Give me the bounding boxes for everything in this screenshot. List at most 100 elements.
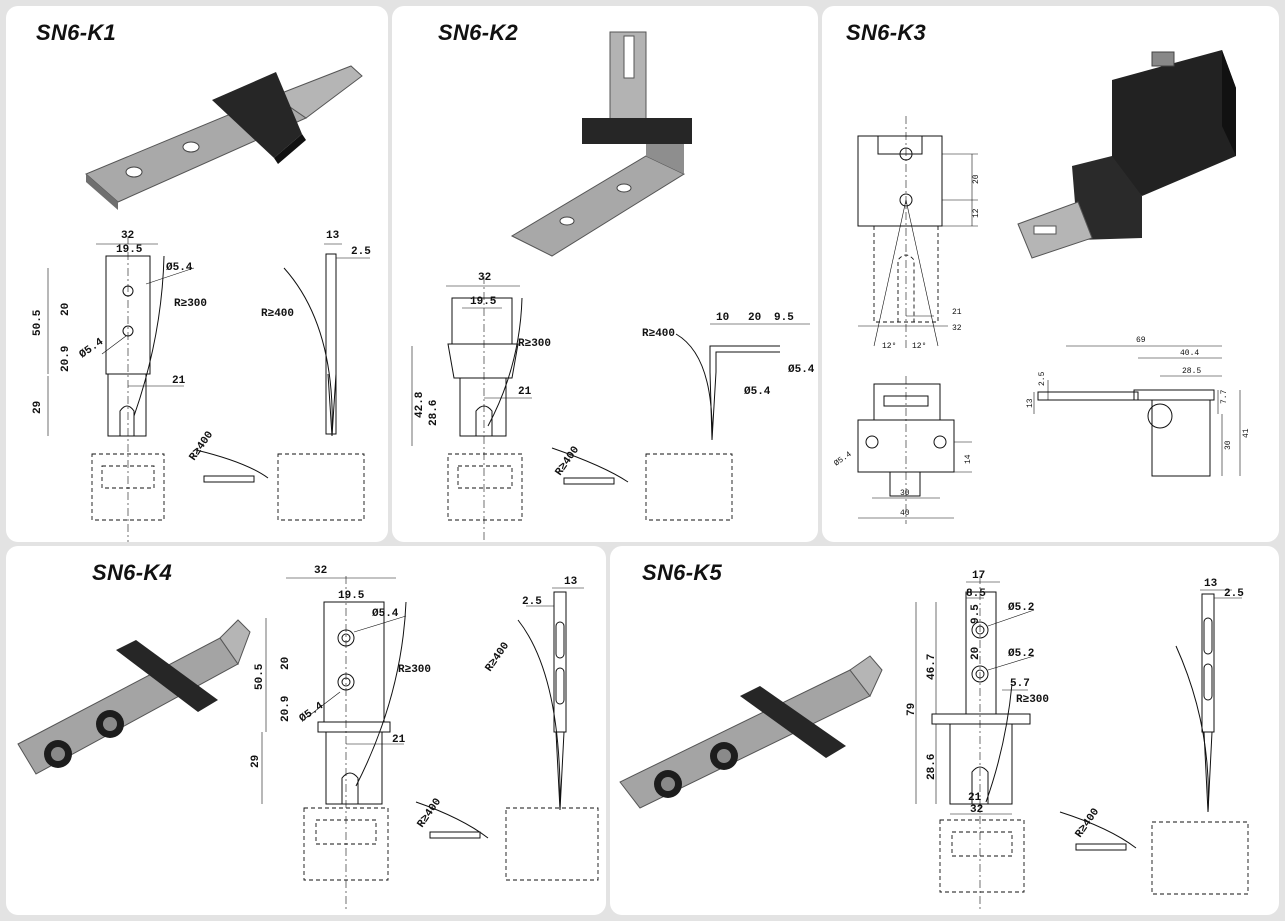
dim-label: 12° bbox=[912, 342, 926, 351]
technical-drawing: 20 12 21 32 12° 12° Ø5.4 14 30 40 bbox=[833, 50, 1251, 524]
dim-label: R≥400 bbox=[483, 640, 512, 674]
dim-label: Ø5.2 bbox=[1008, 648, 1034, 660]
dim-label: R≥400 bbox=[415, 796, 444, 830]
dim-label: 20 bbox=[970, 647, 982, 660]
dim-label: 19.5 bbox=[116, 244, 143, 256]
dim-label: 8.5 bbox=[966, 588, 986, 600]
dim-label: 20 bbox=[972, 174, 981, 184]
side-view: 13 2.5 R≥400 R≥400 bbox=[415, 576, 599, 881]
dim-label: 32 bbox=[952, 324, 962, 333]
panel-sn6-k2: SN6-K2 32 19.5 R≥300 42.8 bbox=[392, 6, 818, 542]
dim-label: 12 bbox=[972, 208, 981, 218]
dim-label: Ø5.4 bbox=[166, 262, 193, 274]
dim-label: 13 bbox=[564, 576, 578, 588]
dim-label: 32 bbox=[478, 272, 491, 284]
dim-label: 50.5 bbox=[254, 663, 266, 690]
dim-label: R≥400 bbox=[187, 429, 216, 463]
dim-label: 21 bbox=[392, 734, 406, 746]
dim-label: 40.4 bbox=[1180, 349, 1199, 358]
model-title: SN6-K3 bbox=[846, 20, 927, 45]
dim-label: 28.6 bbox=[926, 754, 938, 780]
dim-label: 21 bbox=[968, 792, 982, 804]
dim-label: 9.5 bbox=[774, 312, 794, 324]
panel-sn6-k1: SN6-K1 32 19.5 Ø5.4 bbox=[6, 6, 388, 542]
panel-sn6-k3: SN6-K3 20 12 21 bbox=[822, 6, 1279, 542]
dim-label: 69 bbox=[1136, 336, 1146, 345]
dim-label: Ø5.4 bbox=[788, 364, 815, 376]
front-view: 20 12 21 32 12° 12° bbox=[857, 116, 981, 351]
dim-label: 2.5 bbox=[1038, 371, 1047, 386]
technical-drawing: 32 19.5 Ø5.4 R≥300 50.5 20 20.9 Ø5.4 21 … bbox=[17, 565, 599, 911]
dim-label: 79 bbox=[906, 703, 918, 716]
product-photo bbox=[1017, 50, 1236, 259]
panel-sn6-k4: SN6-K4 32 19.5 bbox=[6, 546, 606, 915]
front-view: 32 19.5 Ø5.4 R≥300 50.5 20 20.9 Ø5.4 21 … bbox=[250, 565, 431, 911]
dim-label: 13 bbox=[1204, 578, 1218, 590]
dim-label: R≥300 bbox=[174, 298, 207, 310]
dim-label: 13 bbox=[326, 230, 340, 242]
dim-label: 2.5 bbox=[351, 246, 371, 258]
dim-label: 29 bbox=[250, 755, 262, 768]
dim-label: 30 bbox=[900, 489, 910, 498]
dim-label: 21 bbox=[172, 375, 186, 387]
dim-label: Ø5.4 bbox=[744, 386, 771, 398]
technical-drawing: 32 19.5 Ø5.4 R≥300 R≥400 50.5 20 Ø5.4 20… bbox=[32, 65, 371, 542]
dim-label: R≥300 bbox=[1016, 694, 1049, 706]
dim-label: 20 bbox=[280, 657, 292, 670]
product-photo bbox=[85, 65, 363, 210]
dim-label: Ø5.4 bbox=[77, 336, 106, 361]
dim-label: 5.7 bbox=[1010, 678, 1030, 690]
panel-sn6-k5: SN6-K5 17 8.5 bbox=[610, 546, 1279, 915]
dim-label: 42.8 bbox=[414, 391, 426, 418]
top-view: Ø5.4 14 30 40 bbox=[833, 376, 973, 524]
side-view: 13 2.5 R≥400 bbox=[187, 230, 371, 521]
dim-label: 29 bbox=[32, 401, 44, 414]
dim-label: R≥400 bbox=[553, 444, 582, 478]
dim-label: 30 bbox=[1224, 440, 1233, 450]
front-view: 32 19.5 Ø5.4 R≥300 R≥400 50.5 20 Ø5.4 20… bbox=[32, 230, 294, 542]
dim-label: 21 bbox=[952, 308, 962, 317]
dim-label: Ø5.4 bbox=[833, 450, 854, 469]
dim-label: R≥300 bbox=[518, 338, 551, 350]
front-view: 17 8.5 Ø5.2 9.5 20 Ø5.2 46.7 5.7 R≥300 7… bbox=[906, 570, 1049, 911]
dim-label: 32 bbox=[314, 565, 327, 577]
dim-label: 28.5 bbox=[1182, 367, 1201, 376]
dim-label: Ø5.4 bbox=[372, 608, 399, 620]
dim-label: 41 bbox=[1242, 428, 1251, 438]
product-photo bbox=[17, 619, 251, 775]
dim-label: 28.6 bbox=[428, 400, 440, 426]
product-photo bbox=[619, 655, 883, 809]
dim-label: 7.7 bbox=[1220, 389, 1229, 404]
dim-label: 2.5 bbox=[522, 596, 542, 608]
technical-drawing: 17 8.5 Ø5.2 9.5 20 Ø5.2 46.7 5.7 R≥300 7… bbox=[619, 570, 1249, 911]
front-view: 32 19.5 R≥300 42.8 28.6 21 R≥400 bbox=[411, 272, 675, 542]
dim-label: 32 bbox=[121, 230, 134, 242]
dim-label: 9.5 bbox=[970, 604, 982, 624]
dim-label: 20.9 bbox=[60, 346, 72, 372]
dim-label: Ø5.2 bbox=[1008, 602, 1034, 614]
dim-label: R≥400 bbox=[261, 308, 294, 320]
dim-label: 40 bbox=[900, 509, 910, 518]
dim-label: Ø5.4 bbox=[297, 700, 326, 725]
dim-label: R≥300 bbox=[398, 664, 431, 676]
product-photo bbox=[510, 31, 692, 257]
technical-drawing: 32 19.5 R≥300 42.8 28.6 21 R≥400 10 20 9… bbox=[411, 31, 815, 542]
dim-label: 20 bbox=[748, 312, 761, 324]
dim-label: 12° bbox=[882, 342, 896, 351]
dim-label: R≥400 bbox=[642, 328, 675, 340]
dim-label: 20.9 bbox=[280, 696, 292, 722]
dim-label: R≥400 bbox=[1073, 806, 1102, 840]
dim-label: 13 bbox=[1026, 398, 1035, 408]
model-title: SN6-K5 bbox=[642, 560, 723, 585]
model-title: SN6-K4 bbox=[92, 560, 173, 585]
dim-label: 17 bbox=[972, 570, 985, 582]
dim-label: 10 bbox=[716, 312, 729, 324]
dim-label: 46.7 bbox=[926, 654, 938, 680]
model-title: SN6-K2 bbox=[438, 20, 519, 45]
dim-label: 50.5 bbox=[32, 309, 44, 336]
dim-label: 21 bbox=[518, 386, 532, 398]
side-view: 69 40.4 28.5 2.5 13 7.7 30 41 bbox=[1026, 336, 1251, 477]
side-view: 13 2.5 R≥400 bbox=[1059, 578, 1249, 895]
dim-label: 20 bbox=[60, 303, 72, 316]
dim-label: 2.5 bbox=[1224, 588, 1244, 600]
